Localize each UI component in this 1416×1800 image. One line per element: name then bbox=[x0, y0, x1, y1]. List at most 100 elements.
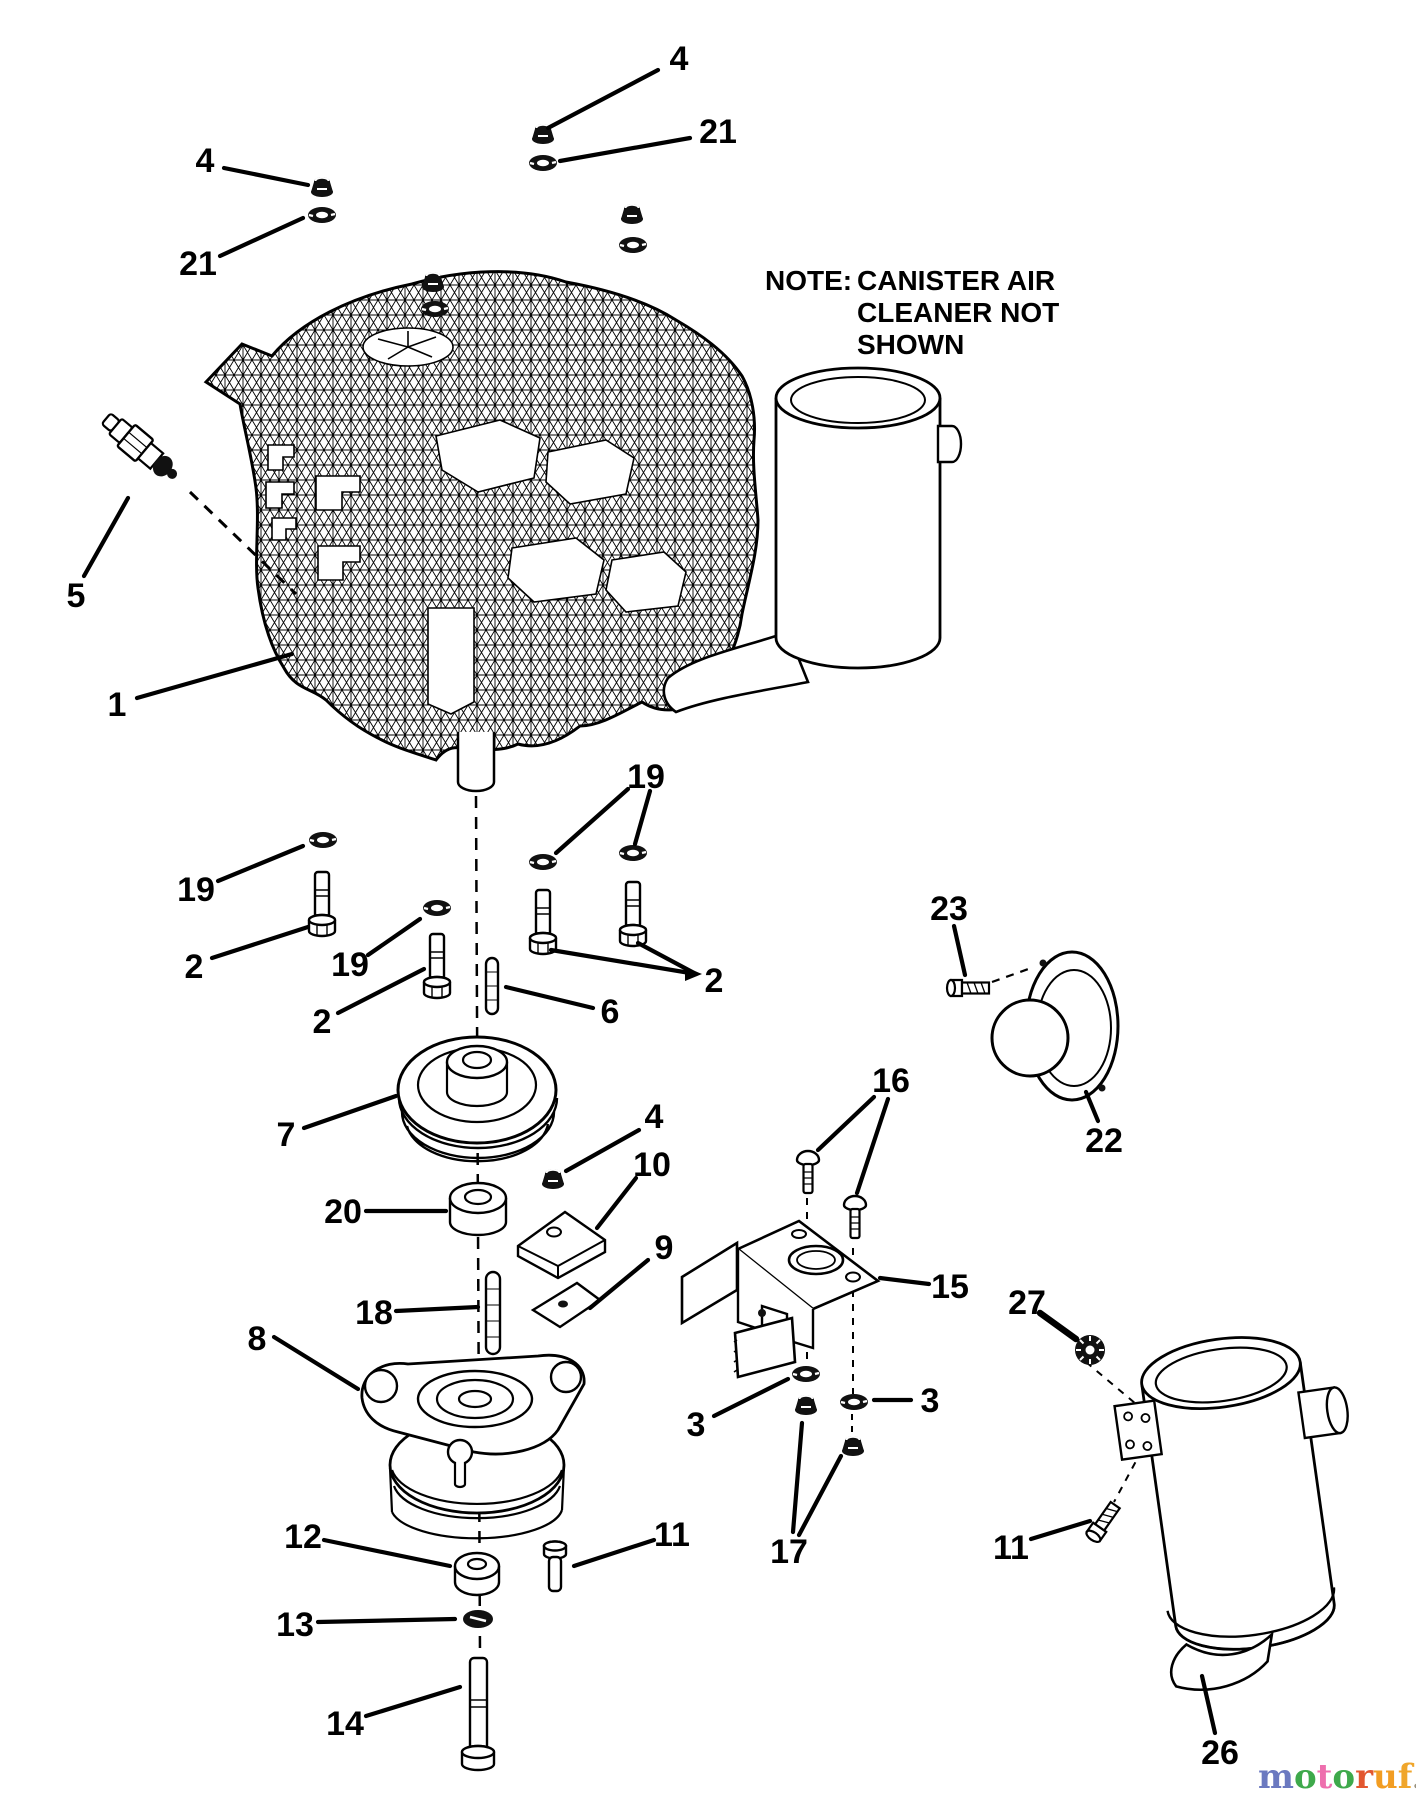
engine-silhouette bbox=[203, 270, 760, 762]
leader-line bbox=[594, 1175, 639, 1231]
callout-label-4: 4 bbox=[645, 1098, 664, 1136]
washer-21 bbox=[617, 235, 649, 255]
callout-label-22: 22 bbox=[1085, 1122, 1123, 1160]
callout-17: 17 bbox=[770, 1420, 844, 1571]
leader-line bbox=[553, 786, 631, 856]
callout-1: 1 bbox=[108, 651, 295, 724]
engine-base-fasteners bbox=[307, 830, 649, 1016]
leader-line bbox=[587, 1257, 651, 1311]
callout-label-2: 2 bbox=[705, 962, 724, 1000]
callout-label-10: 10 bbox=[633, 1146, 671, 1184]
callout-11: 11 bbox=[571, 1516, 690, 1569]
lock-washer-13 bbox=[463, 1610, 493, 1628]
pto-clutch bbox=[360, 1353, 586, 1540]
muffler-elbow bbox=[1169, 1631, 1274, 1691]
canister-body bbox=[774, 398, 942, 670]
callout-11: 11 bbox=[993, 1518, 1093, 1567]
leader-line bbox=[1028, 1518, 1093, 1542]
washer-3 bbox=[790, 1364, 822, 1384]
callout-10: 10 bbox=[594, 1146, 671, 1231]
leader-line bbox=[854, 1096, 891, 1196]
callout-19: 19 bbox=[177, 843, 306, 909]
bolt-2 bbox=[422, 932, 452, 1000]
washer-19 bbox=[617, 843, 649, 863]
leader-line bbox=[134, 651, 295, 701]
screw-16 bbox=[795, 1149, 821, 1195]
callout-12: 12 bbox=[284, 1518, 453, 1569]
callout-label-17: 17 bbox=[770, 1533, 808, 1571]
callout-label-1: 1 bbox=[108, 686, 127, 724]
leader-line bbox=[221, 165, 311, 188]
callout-label-19: 19 bbox=[331, 946, 369, 984]
bolt-2 bbox=[618, 880, 648, 948]
callout-13: 13 bbox=[276, 1606, 458, 1644]
callout-label-18: 18 bbox=[355, 1294, 393, 1332]
callout-label-11: 11 bbox=[993, 1529, 1029, 1567]
nut-17 bbox=[841, 1435, 865, 1457]
callout-26: 26 bbox=[1199, 1673, 1239, 1772]
callout-15: 15 bbox=[877, 1268, 969, 1306]
callout-22: 22 bbox=[1083, 1089, 1123, 1160]
callout-2: 2 bbox=[313, 966, 427, 1041]
leader-line bbox=[301, 1093, 399, 1131]
callout-7: 7 bbox=[277, 1093, 399, 1154]
leader-line bbox=[1036, 1309, 1080, 1343]
nut-4 bbox=[310, 176, 334, 198]
washer-21 bbox=[527, 153, 559, 173]
callout-20: 20 bbox=[324, 1193, 449, 1231]
washer-21 bbox=[306, 205, 338, 225]
callout-4: 4 bbox=[563, 1098, 664, 1174]
callout-label-26: 26 bbox=[1201, 1734, 1239, 1772]
exhaust-flange bbox=[945, 950, 1120, 1102]
leader-line bbox=[209, 924, 311, 961]
clutch-hardware bbox=[453, 1540, 568, 1772]
canister-stub bbox=[936, 424, 963, 464]
engine-machined-faces bbox=[265, 327, 687, 715]
shaft-key-6 bbox=[484, 956, 500, 1016]
engine-block bbox=[203, 270, 760, 793]
leader-line bbox=[315, 1616, 458, 1625]
shim-plate-9 bbox=[530, 1281, 603, 1329]
leader-line bbox=[365, 916, 423, 958]
leader-line bbox=[548, 947, 699, 977]
leader-line bbox=[363, 1684, 463, 1719]
note-block: NOTE: CANISTER AIR CLEANER NOT SHOWN bbox=[765, 265, 1059, 360]
callout-21: 21 bbox=[557, 113, 737, 164]
callout-label-7: 7 bbox=[277, 1116, 296, 1154]
leader-line bbox=[271, 1334, 361, 1392]
leader-line bbox=[81, 495, 131, 579]
callout-4: 4 bbox=[545, 40, 689, 131]
callout-5: 5 bbox=[67, 495, 131, 615]
exhaust-pipe bbox=[662, 630, 810, 714]
callout-9: 9 bbox=[587, 1229, 673, 1311]
callout-label-20: 20 bbox=[324, 1193, 362, 1231]
crankshaft-stub bbox=[456, 732, 496, 793]
shaft-key-18 bbox=[484, 1270, 502, 1356]
callout-label-2: 2 bbox=[185, 948, 204, 986]
canister-top bbox=[774, 366, 942, 430]
leader-line bbox=[557, 135, 693, 164]
callout-label-13: 13 bbox=[276, 1606, 314, 1644]
callout-label-21: 21 bbox=[179, 245, 217, 283]
callout-label-12: 12 bbox=[284, 1518, 322, 1556]
leader-line bbox=[321, 1537, 453, 1569]
washer-19 bbox=[421, 898, 453, 918]
washer-21 bbox=[419, 299, 451, 319]
note-line-3: SHOWN bbox=[857, 329, 964, 360]
note-line-1: CANISTER AIR bbox=[857, 265, 1055, 296]
bolt-11 bbox=[542, 1540, 568, 1593]
flange-nut-27 bbox=[1074, 1334, 1106, 1366]
leader-arrowhead bbox=[685, 967, 702, 981]
callout-label-4: 4 bbox=[196, 142, 215, 180]
nut-4 bbox=[421, 271, 445, 293]
washer-19 bbox=[527, 852, 559, 872]
callout-16: 16 bbox=[815, 1062, 910, 1196]
nut-4 bbox=[620, 203, 644, 225]
callout-label-27: 27 bbox=[1008, 1284, 1046, 1322]
callout-4: 4 bbox=[196, 142, 311, 188]
screw-16 bbox=[842, 1194, 868, 1240]
callout-19: 19 bbox=[553, 758, 665, 856]
callout-label-14: 14 bbox=[326, 1705, 364, 1743]
